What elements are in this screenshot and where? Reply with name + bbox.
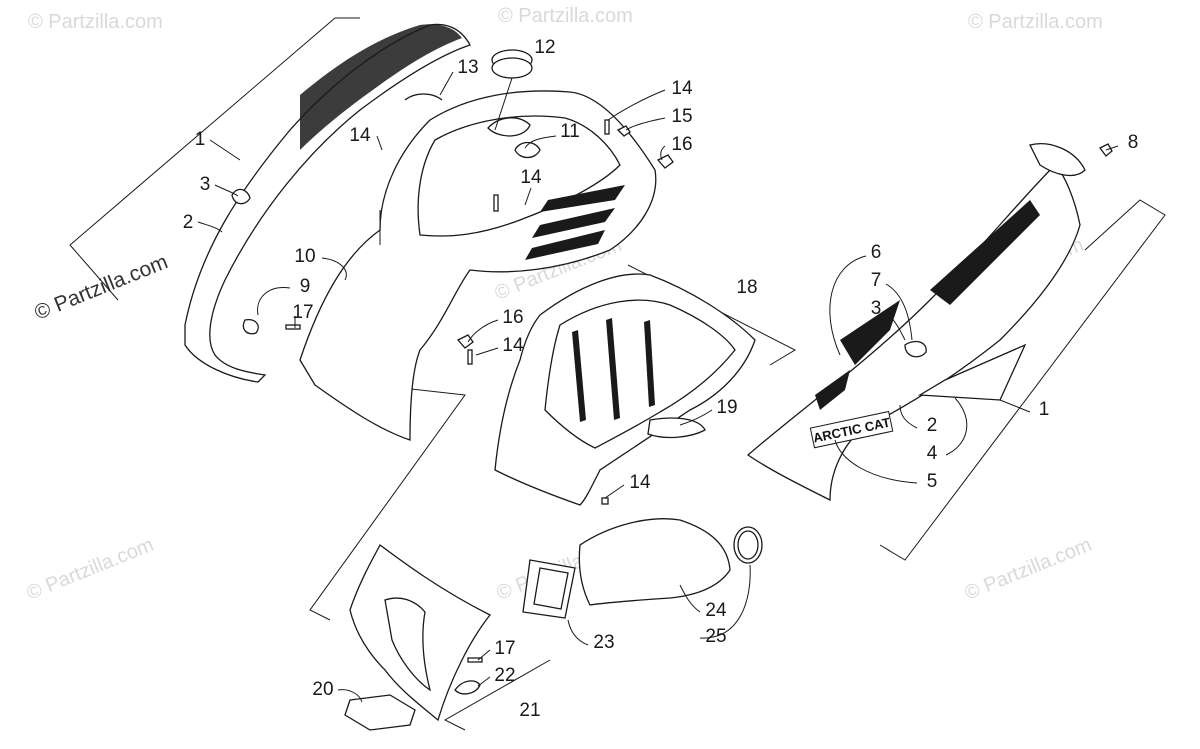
callout-12: 12 (534, 37, 555, 58)
grommet (491, 49, 533, 131)
watermark-main: © Partzilla.com (31, 250, 171, 324)
leader-lines (197, 71, 1119, 703)
callout-1-right: 1 (1039, 399, 1050, 420)
callout-14-bottom: 14 (629, 472, 651, 493)
callout-labels: 1 2 3 9 17 10 13 12 14 11 14 14 15 16 18… (183, 37, 1139, 721)
watermark-bottom-left: © Partzilla.com (24, 534, 157, 605)
callout-19: 19 (716, 397, 737, 418)
callout-18: 18 (736, 277, 757, 298)
callout-15: 15 (671, 106, 692, 127)
watermark-top-right: © Partzilla.com (968, 11, 1103, 33)
callout-22: 22 (494, 665, 515, 686)
callout-2-left: 2 (183, 212, 194, 233)
callout-16-mid: 16 (502, 307, 523, 328)
callout-17-left: 17 (292, 302, 313, 323)
callout-3-right: 3 (871, 298, 882, 319)
callout-16-top: 16 (671, 134, 692, 155)
callout-9: 9 (300, 276, 311, 297)
callout-6: 6 (871, 242, 882, 263)
callout-17-bottom: 17 (494, 638, 515, 659)
callout-14-mid: 14 (502, 335, 524, 356)
left-side-panel (184, 23, 471, 383)
callout-24: 24 (705, 600, 727, 621)
watermark-top-left: © Partzilla.com (28, 11, 163, 33)
callout-5: 5 (927, 471, 938, 492)
lower-front-bracket (344, 544, 492, 731)
callout-23: 23 (593, 632, 614, 653)
callout-10: 10 (294, 246, 315, 267)
callout-1-left: 1 (195, 129, 206, 150)
watermark-top-center: © Partzilla.com (498, 5, 633, 27)
intake-duct (522, 518, 763, 619)
callout-4: 4 (927, 443, 938, 464)
callout-13: 13 (457, 57, 478, 78)
callout-14-center: 14 (520, 167, 542, 188)
callout-2-right: 2 (927, 415, 938, 436)
right-side-panel: ARCTIC CAT (746, 143, 1086, 502)
callout-11: 11 (560, 121, 580, 142)
callout-20: 20 (312, 679, 333, 700)
watermark-bottom-right: © Partzilla.com (962, 534, 1095, 605)
callout-7: 7 (871, 270, 882, 291)
callout-14-left: 14 (349, 125, 371, 146)
hood (299, 90, 657, 441)
callout-8: 8 (1128, 132, 1139, 153)
callout-21: 21 (519, 700, 540, 721)
callout-14-top: 14 (671, 78, 693, 99)
storage-bin (494, 273, 756, 506)
callout-3-left: 3 (200, 174, 211, 195)
